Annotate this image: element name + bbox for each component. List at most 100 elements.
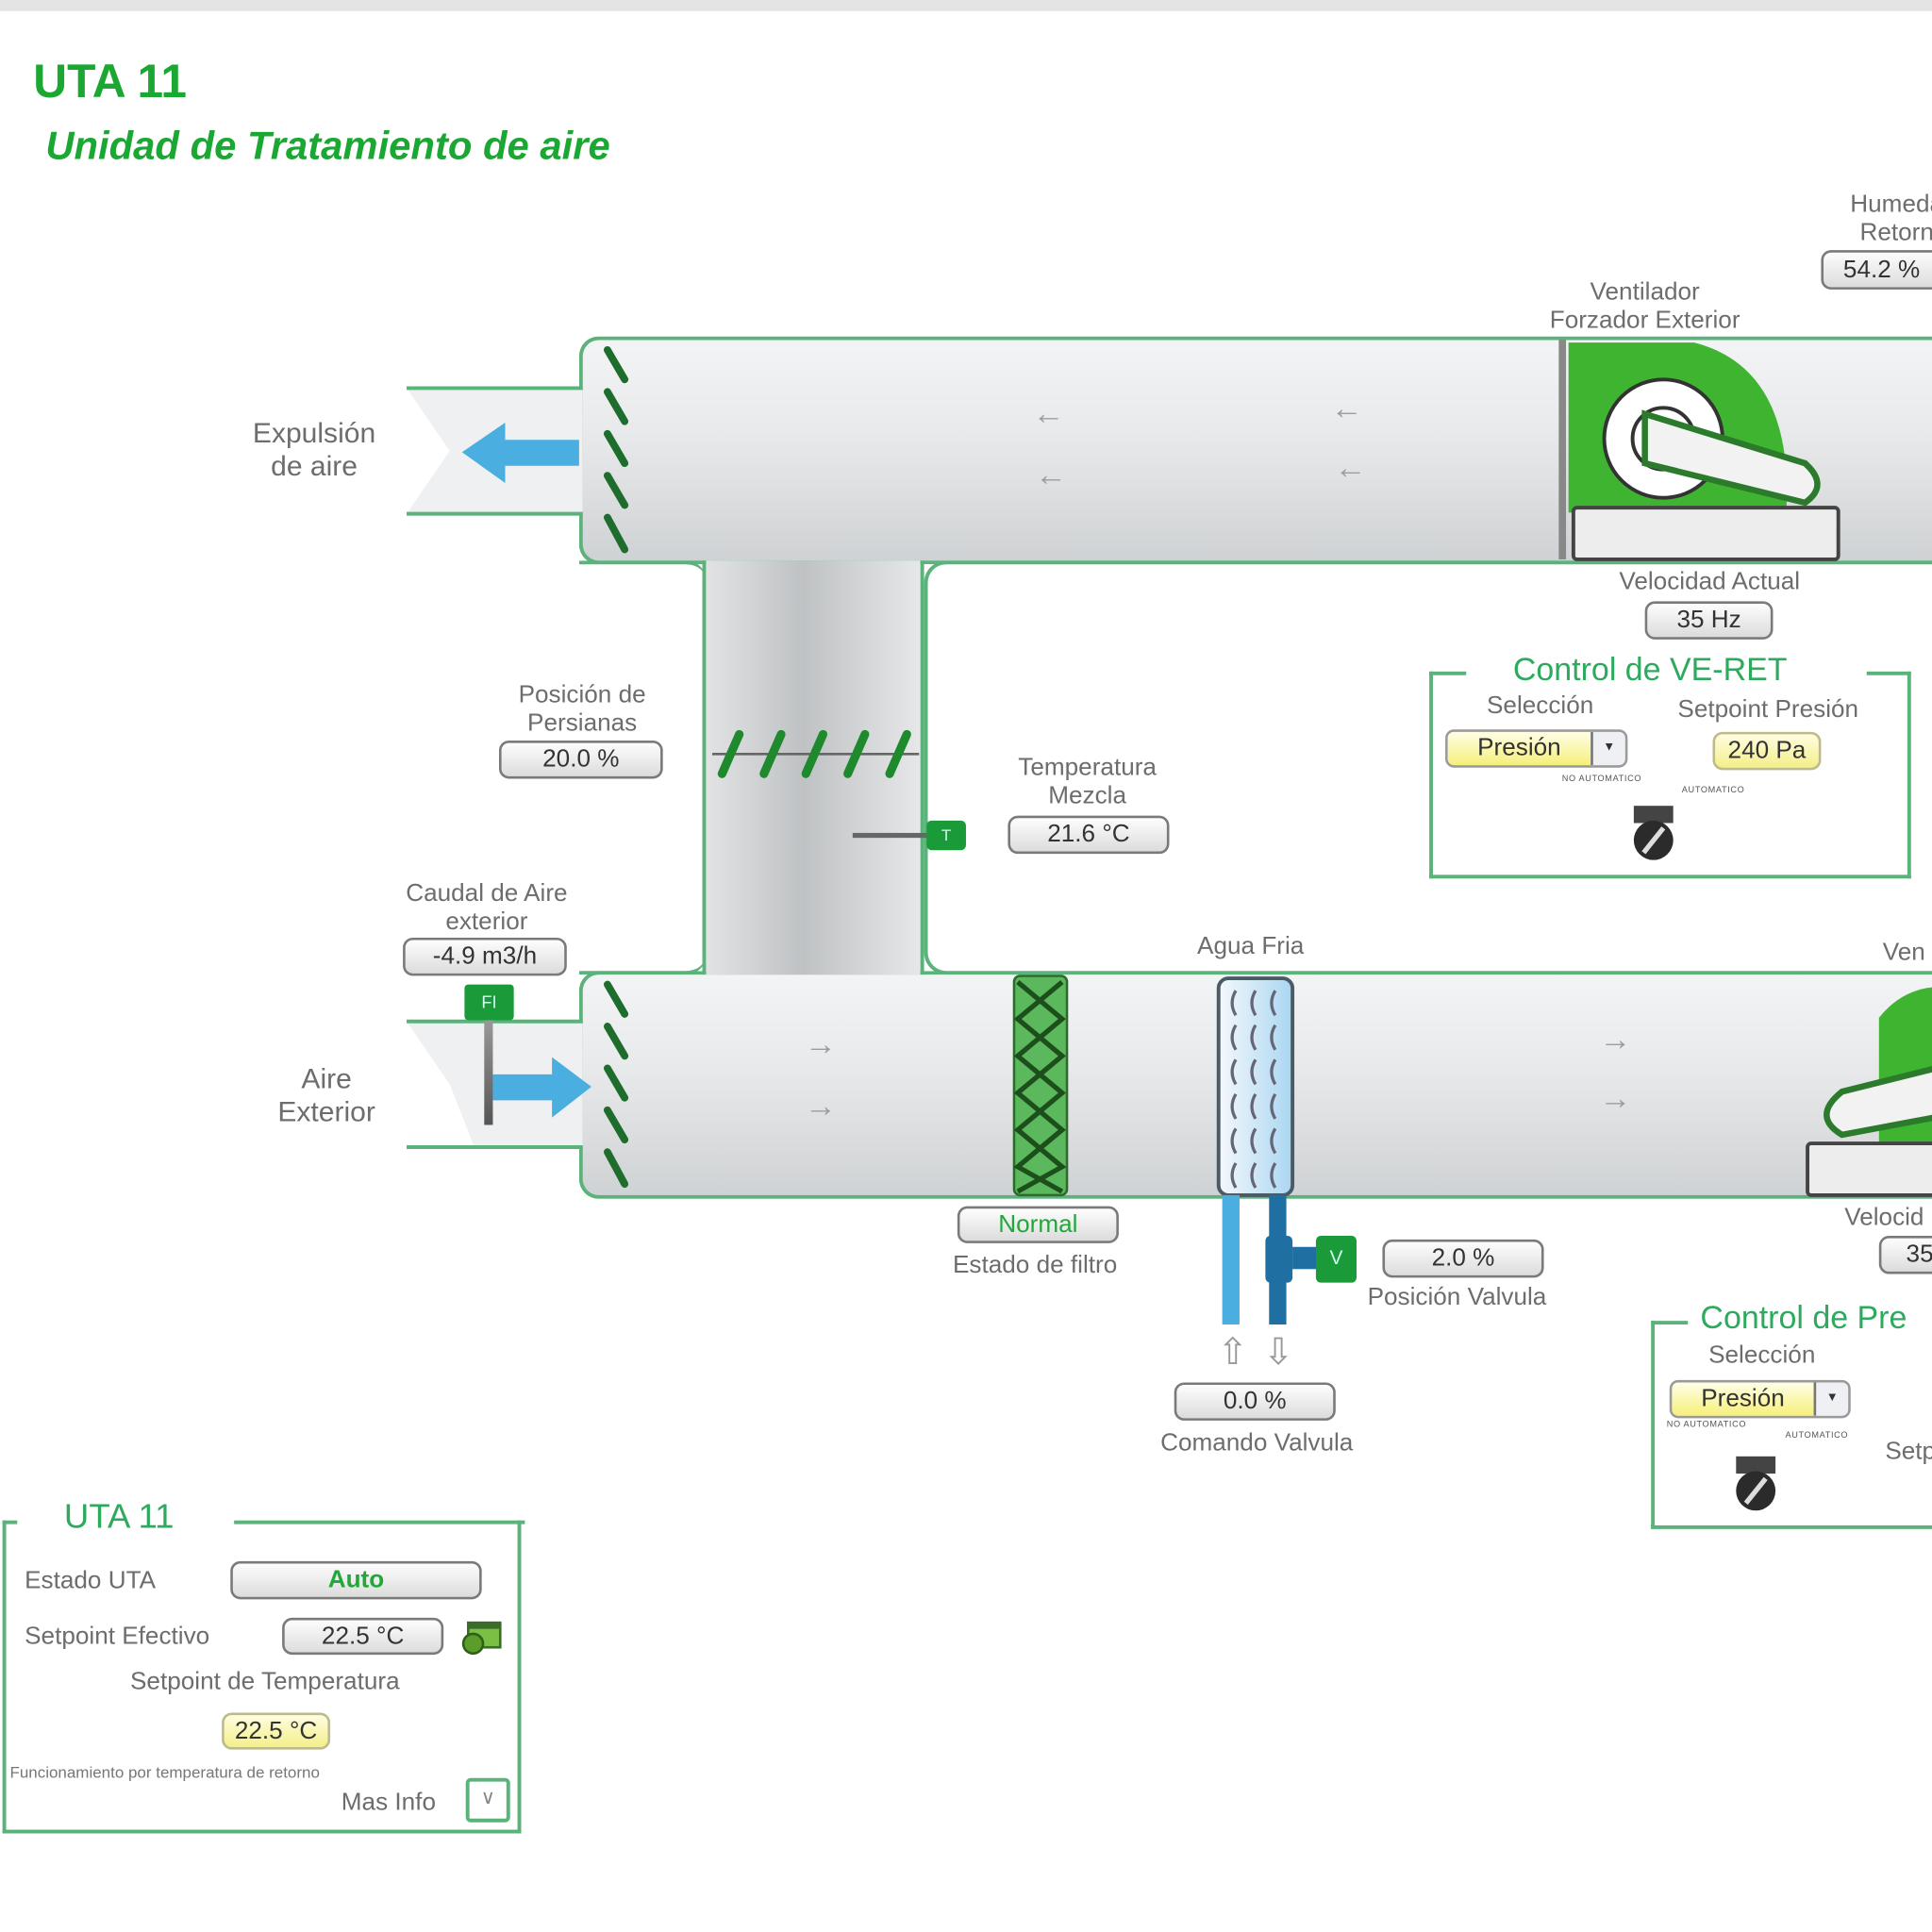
temp-sensor-probe: [852, 832, 929, 839]
flow-sensor-tag[interactable]: FI: [464, 984, 514, 1021]
cooling-coil-icon: [1216, 976, 1295, 1197]
ve-ret-switch-right-label: AUTOMATICO: [1681, 786, 1745, 795]
pressure-setpoint-label: Setp: [1885, 1438, 1932, 1465]
pressure-switch-left-label: NO AUTOMATICO: [1666, 1420, 1747, 1430]
intake-damper-icon: [603, 980, 629, 1189]
supply-fan-label: Ven: [1882, 939, 1925, 966]
top-bar: [0, 0, 1932, 11]
coil-fin-mark: [1250, 1058, 1257, 1086]
coil-fin-mark: [1270, 1127, 1277, 1155]
flow-arrow-icon: →: [804, 1024, 837, 1062]
temp-sensor-tag[interactable]: T: [926, 820, 966, 851]
page-title: UTA 11: [33, 57, 188, 108]
pressure-selection-dropdown[interactable]: Presión ▼: [1669, 1379, 1851, 1419]
flow-sensor-probe: [484, 1020, 493, 1125]
exhaust-arrow-icon: [461, 422, 579, 483]
coil-fin-mark: [1250, 990, 1257, 1017]
selector-switch-icon[interactable]: [1629, 804, 1678, 865]
water-out-arrow-icon: ⇩: [1262, 1331, 1294, 1373]
supply-water-pipe: [1222, 1194, 1240, 1325]
pressure-selection-value: Presión: [1672, 1382, 1814, 1416]
coil-fin-mark: [1230, 1024, 1238, 1051]
uta-panel-title: UTA 11: [63, 1496, 175, 1536]
left-gap-border: [578, 560, 707, 975]
more-info-chevron-icon[interactable]: ∨: [465, 1777, 510, 1823]
chevron-down-icon[interactable]: ▼: [1591, 731, 1625, 766]
damper-position-value: 20.0 %: [498, 740, 663, 779]
coil-fin-mark: [1230, 1058, 1238, 1086]
coil-label: Agua Fria: [1197, 932, 1305, 960]
flow-arrow-icon: →: [804, 1086, 837, 1124]
page-subtitle: Unidad de Tratamiento de aire: [45, 123, 610, 168]
humidity-label: HumedadRetorno: [1850, 191, 1932, 247]
water-in-arrow-icon: ⇧: [1217, 1331, 1249, 1373]
return-fan-icon[interactable]: [1558, 340, 1844, 561]
exhaust-damper-icon: [603, 346, 629, 554]
coil-fin-mark: [1250, 1127, 1257, 1155]
ve-ret-control-group: [1429, 671, 1911, 879]
coil-fin-mark: [1270, 1092, 1277, 1120]
coil-fin-mark: [1230, 1092, 1238, 1120]
selector-switch-icon[interactable]: [1731, 1454, 1780, 1515]
temperature-setpoint-input[interactable]: 22.5 °C: [222, 1712, 331, 1750]
schedule-icon[interactable]: [460, 1621, 502, 1656]
operation-note: Funcionamiento por temperatura de retorn…: [9, 1763, 320, 1782]
filter-status-value: Normal: [957, 1206, 1119, 1243]
chevron-down-icon[interactable]: ▼: [1813, 1382, 1849, 1416]
coil-fin-mark: [1270, 1162, 1277, 1189]
coil-fin-mark: [1250, 1092, 1257, 1120]
pressure-control-group: [1651, 1321, 1932, 1529]
supply-fan-icon[interactable]: [1805, 981, 1932, 1200]
return-fan-speed-label: Velocidad Actual: [1619, 568, 1801, 595]
filter-icon: [1012, 974, 1069, 1197]
coil-fin-mark: [1230, 1127, 1238, 1155]
intake-arrow-icon: [492, 1057, 591, 1118]
effective-setpoint-label: Setpoint Efectivo: [25, 1623, 210, 1650]
return-fan-speed-value: 35 Hz: [1644, 601, 1774, 640]
ve-ret-setpoint-input[interactable]: 240 Pa: [1712, 731, 1822, 771]
valve-position-label: Posición Valvula: [1367, 1283, 1547, 1311]
flow-arrow-icon: ←: [1035, 456, 1068, 493]
supply-fan-speed-value: 35: [1878, 1236, 1932, 1274]
more-info-label: Mas Info: [341, 1789, 436, 1817]
filter-status-label: Estado de filtro: [952, 1251, 1118, 1279]
ve-ret-control-title: Control de VE-RET: [1500, 650, 1800, 690]
ve-ret-selection-label: Selección: [1486, 692, 1594, 720]
airflow-value: -4.9 m3/h: [403, 937, 567, 976]
coil-fin-mark: [1230, 990, 1238, 1017]
coil-fin-mark: [1250, 1162, 1257, 1189]
pressure-switch-right-label: AUTOMATICO: [1785, 1431, 1849, 1441]
pressure-selection-label: Selección: [1708, 1341, 1816, 1370]
valve-body-icon: [1265, 1236, 1293, 1283]
humidity-value: 54.2 %: [1821, 250, 1932, 290]
valve-actuator-stem: [1292, 1246, 1318, 1270]
mix-temp-value: 21.6 °C: [1008, 815, 1170, 855]
ve-ret-setpoint-label: Setpoint Presión: [1677, 695, 1859, 724]
ve-ret-selection-value: Presión: [1447, 731, 1591, 766]
valve-position-value: 2.0 %: [1382, 1239, 1544, 1278]
mixing-damper-icon: [711, 729, 920, 778]
ve-ret-selection-dropdown[interactable]: Presión ▼: [1445, 729, 1628, 768]
valve-command-label: Comando Valvula: [1160, 1429, 1354, 1457]
flow-arrow-icon: ←: [1032, 393, 1065, 432]
coil-fin-mark: [1250, 1024, 1257, 1051]
temperature-setpoint-label: Setpoint de Temperatura: [129, 1668, 400, 1696]
flow-arrow-icon: →: [1599, 1079, 1632, 1117]
coil-fin-mark: [1270, 990, 1277, 1017]
ve-ret-switch-left-label: NO AUTOMATICO: [1561, 774, 1642, 784]
flow-arrow-icon: ←: [1334, 448, 1367, 486]
coil-fin-mark: [1270, 1024, 1277, 1051]
flow-arrow-icon: →: [1599, 1020, 1632, 1058]
valve-tag[interactable]: V: [1315, 1236, 1357, 1283]
flow-arrow-icon: ←: [1330, 389, 1363, 426]
coil-fin-mark: [1230, 1162, 1238, 1189]
effective-setpoint-value: 22.5 °C: [282, 1617, 444, 1656]
uta-state-button[interactable]: Auto: [230, 1560, 482, 1600]
valve-command-value[interactable]: 0.0 %: [1174, 1382, 1336, 1421]
